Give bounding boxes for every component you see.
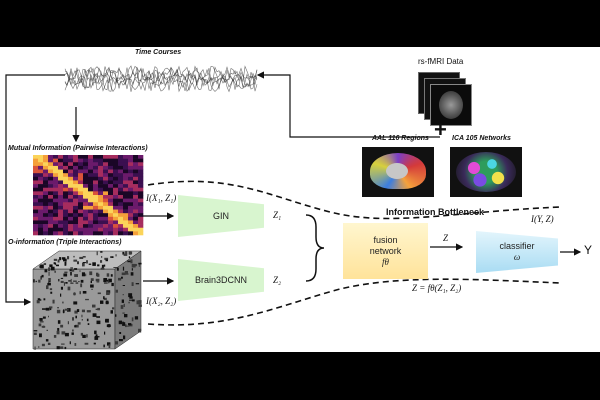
mi-x1-z1-label: I(X₁, Z₁) (146, 193, 177, 203)
z-equation-label: Z = fθ(Z₁, Z₂) (412, 283, 462, 293)
aal-label: AAL 116 Regions (372, 135, 429, 142)
o-info-volume (32, 250, 143, 351)
classifier-symbol: ω (513, 252, 521, 262)
brain3dcnn-label: Brain3DCNN (194, 274, 247, 285)
fmri-slice-front (430, 84, 472, 126)
plus-sign: + (434, 117, 447, 142)
gin-label: GIN (212, 210, 229, 221)
time-courses-label: Time Courses (135, 49, 182, 56)
ica-label: ICA 105 Networks (452, 135, 511, 142)
mutual-info-label: Mutual Information (Pairwise Interaction… (8, 145, 148, 152)
fusion-label-line2: network (369, 245, 402, 256)
diagram-canvas: Time Courses rs-fMRI Data + (0, 47, 600, 352)
z2-label: Z₂ (273, 275, 282, 285)
rsfmri-label: rs-fMRI Data (418, 57, 464, 66)
mutual-info-heatmap (33, 155, 144, 236)
mi-x2-z2-label: I(X₂, Z₂) (146, 296, 177, 306)
classifier-module: classifier ω (476, 231, 558, 273)
classifier-label: classifier (499, 241, 535, 251)
fusion-symbol: fθ (382, 256, 389, 267)
y-output-label: Y (584, 243, 593, 257)
i-y-z-label: I(Y, Z) (531, 214, 554, 224)
fusion-network-module: fusion network fθ (343, 223, 428, 279)
o-info-label: O-information (Triple Interactions) (8, 239, 122, 246)
fusion-label-line1: fusion (373, 234, 398, 245)
aal-atlas-image (362, 147, 434, 197)
connector-arrows (5, 65, 582, 326)
info-bottleneck-label: Information Bottleneck (386, 207, 485, 217)
ica-network-image (450, 147, 522, 197)
brain-scan-image (439, 91, 463, 119)
time-course-signals (64, 65, 258, 93)
z1-label: Z₁ (273, 210, 282, 220)
z-label: Z (443, 233, 449, 243)
